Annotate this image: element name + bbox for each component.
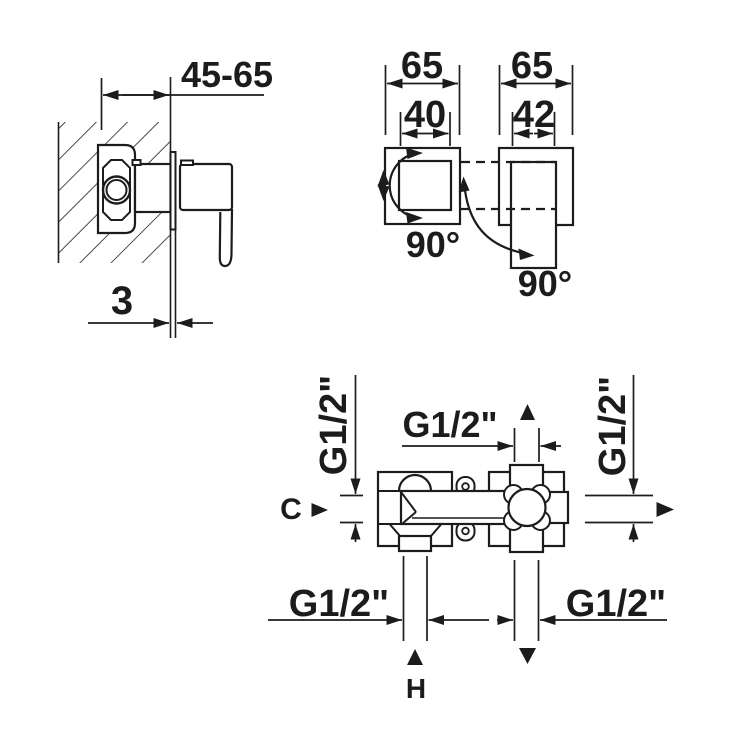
arc-arrowhead-bottom-icon — [406, 212, 423, 224]
front-view-right: 65 42 90° — [458, 45, 575, 304]
front-view-left: 65 40 90° — [377, 45, 462, 265]
dim-thread-left: G1/2" — [313, 375, 363, 542]
depth-range-label: 45-65 — [181, 54, 273, 95]
width-40-label: 40 — [404, 94, 446, 136]
handle-top-step — [180, 159, 194, 166]
cold-marker-label: C — [280, 493, 302, 526]
outlet-right-arrow-icon — [656, 502, 674, 517]
rotation-arc-left — [388, 151, 418, 220]
dim-plate-thickness: 3 — [88, 279, 213, 328]
rotation-left-label: 90° — [406, 224, 460, 265]
supply-pipe-outer — [101, 175, 132, 205]
hot-marker-label: H — [406, 673, 426, 704]
handle-lever — [218, 208, 234, 268]
dim-width-40: 40 — [399, 94, 451, 146]
handle-body — [178, 162, 234, 212]
valve-seat — [102, 159, 131, 221]
thread-bottom-left-label: G1/2" — [289, 583, 389, 625]
outlet-down-arrow-icon — [519, 648, 536, 664]
thread-bottom-right-label: G1/2" — [566, 583, 666, 625]
swing-arrowhead-start-icon — [458, 176, 470, 193]
width-42-label: 42 — [513, 94, 555, 136]
escutcheon-plate — [169, 151, 177, 231]
dim-depth-range: 45-65 — [100, 54, 273, 130]
rotation-right-label: 90° — [518, 263, 572, 304]
swing-arrowhead-end-icon — [518, 248, 535, 260]
dim-width-42: 42 — [511, 94, 556, 146]
side-view: 45-65 3 — [57, 54, 273, 338]
handle-front — [397, 159, 453, 212]
arc-arrowhead-up-icon — [377, 170, 390, 187]
dim-thread-bottom-right: G1/2" — [497, 560, 667, 641]
hot-flow-arrow-icon — [407, 649, 423, 665]
pipe-union — [503, 484, 551, 531]
plan-view: G1/2" C G1/2" G1/2" G1 — [268, 375, 674, 704]
stem-stop — [131, 159, 142, 166]
dim-width-65-left: 65 — [384, 45, 461, 135]
valve-dome — [397, 473, 433, 492]
cold-flow-arrow-icon — [311, 503, 328, 517]
handle-down — [509, 160, 558, 270]
dim-thread-top: G1/2" — [402, 404, 561, 462]
screw-hole-bottom-icon — [461, 526, 470, 536]
width-65-right-label: 65 — [511, 45, 553, 87]
dim-width-65-right: 65 — [498, 45, 574, 135]
dim-thread-bottom-left: G1/2" — [268, 556, 489, 641]
screw-hole-top-icon — [461, 482, 470, 491]
arc-arrowhead-down-icon — [377, 184, 390, 201]
arc-arrowhead-top-icon — [406, 147, 423, 159]
width-65-left-label: 65 — [401, 45, 443, 87]
supply-pipe-inner — [105, 179, 128, 201]
bottom-port-left — [397, 534, 433, 553]
rotation-arc-right — [462, 180, 529, 256]
valve-stem — [133, 162, 172, 214]
plate-thickness-label: 3 — [111, 279, 133, 323]
thread-left-label: G1/2" — [313, 375, 355, 475]
dim-thread-right: G1/2" — [585, 375, 674, 542]
outlet-up-arrow-icon — [520, 404, 535, 420]
thread-right-label: G1/2" — [592, 376, 634, 476]
thread-top-label: G1/2" — [402, 404, 497, 445]
